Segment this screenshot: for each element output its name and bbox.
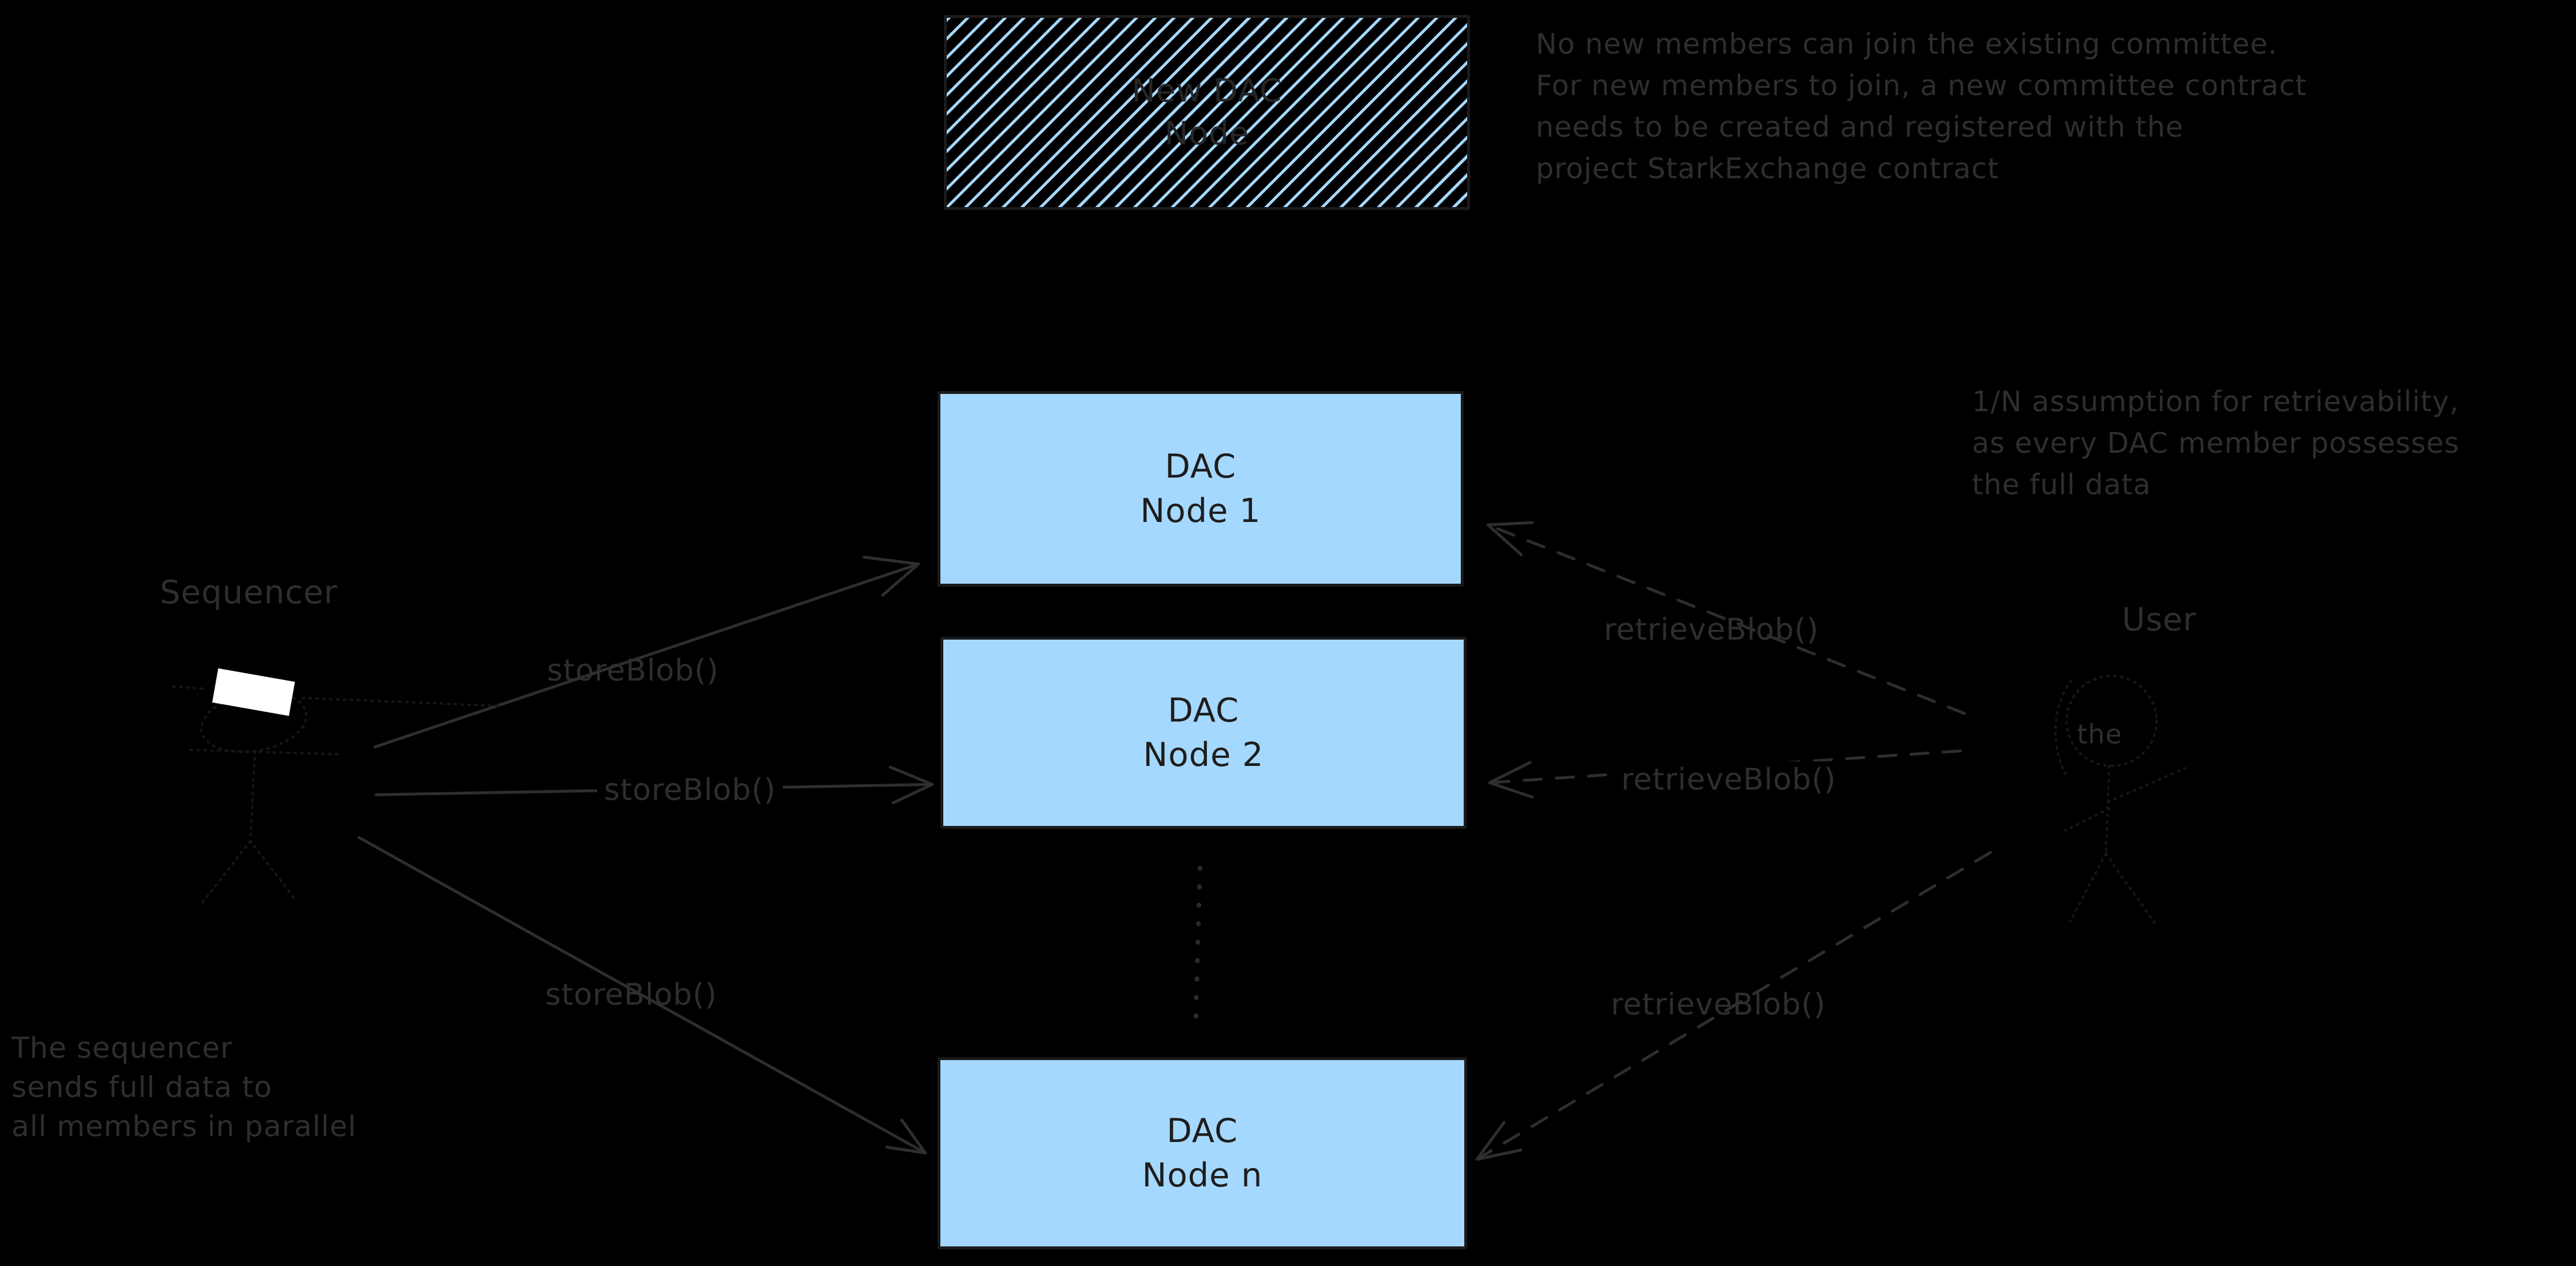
retrieve-arrow-from-user-to-noden xyxy=(1475,851,1992,1161)
dac-node-2-label-line1: DAC xyxy=(1168,692,1239,730)
retrieve-blob-label-3: retrieveBlob() xyxy=(1611,987,1826,1022)
user-label: User xyxy=(2122,601,2197,638)
dac-node-1-box: DAC Node 1 xyxy=(938,391,1464,587)
dac-node-2-label-line2: Node 2 xyxy=(1143,735,1264,774)
dac-node-n-label-line1: DAC xyxy=(1167,1112,1238,1151)
dac-node-n-label-line2: Node n xyxy=(1142,1156,1263,1194)
committee-note: No new members can join the existing com… xyxy=(1536,28,2307,194)
user-person-icon xyxy=(2054,675,2187,925)
stray-word-the: the xyxy=(2077,719,2123,750)
sequencer-broadcast-note-line: sends full data to xyxy=(12,1070,272,1104)
store-blob-label-3: storeBlob() xyxy=(545,978,718,1012)
dac-node-2-box: DAC Node 2 xyxy=(940,637,1467,829)
retrievability-note: 1/N assumption for retrievability, as ev… xyxy=(1972,385,2459,510)
sequencer-broadcast-note-line: all members in parallel xyxy=(12,1110,357,1143)
retrievability-note-line: the full data xyxy=(1972,468,2151,501)
retrievability-note-line: 1/N assumption for retrievability, xyxy=(1972,385,2459,418)
retrieve-arrow-from-user-to-node1 xyxy=(1486,521,1966,715)
committee-note-line: No new members can join the existing com… xyxy=(1536,28,2278,61)
sequencer-label: Sequencer xyxy=(160,574,338,611)
store-blob-label-2: storeBlob() xyxy=(597,772,783,809)
sequencer-broadcast-note-line: The sequencer xyxy=(12,1031,233,1065)
retrievability-note-line: as every DAC member possesses xyxy=(1972,427,2460,460)
retrieve-blob-label-2: retrieveBlob() xyxy=(1614,761,1843,798)
committee-note-line: project StarkExchange contract xyxy=(1536,152,2000,185)
new-dac-node-box: New DAC Node xyxy=(944,15,1470,210)
retrieve-blob-label-1: retrieveBlob() xyxy=(1604,613,1819,647)
committee-note-line: needs to be created and registered with … xyxy=(1536,111,2184,144)
nodes-ellipsis-dotted-line xyxy=(1193,866,1202,1034)
dac-node-1-label-line1: DAC xyxy=(1165,448,1236,486)
committee-note-line: For new members to join, a new committee… xyxy=(1536,69,2307,102)
dac-node-n-box: DAC Node n xyxy=(938,1057,1467,1249)
dac-node-1-label-line2: Node 1 xyxy=(1140,491,1261,530)
store-blob-label-1: storeBlob() xyxy=(547,653,719,688)
new-dac-node-label-line1: New DAC xyxy=(1131,72,1283,110)
sequencer-broadcast-note: The sequencer sends full data to all mem… xyxy=(12,1031,357,1149)
store-arrow-to-noden xyxy=(357,836,927,1155)
new-dac-node-label-line2: Node xyxy=(1164,115,1250,152)
sequencer-person-icon xyxy=(172,685,501,904)
store-arrow-to-node1 xyxy=(373,555,920,749)
